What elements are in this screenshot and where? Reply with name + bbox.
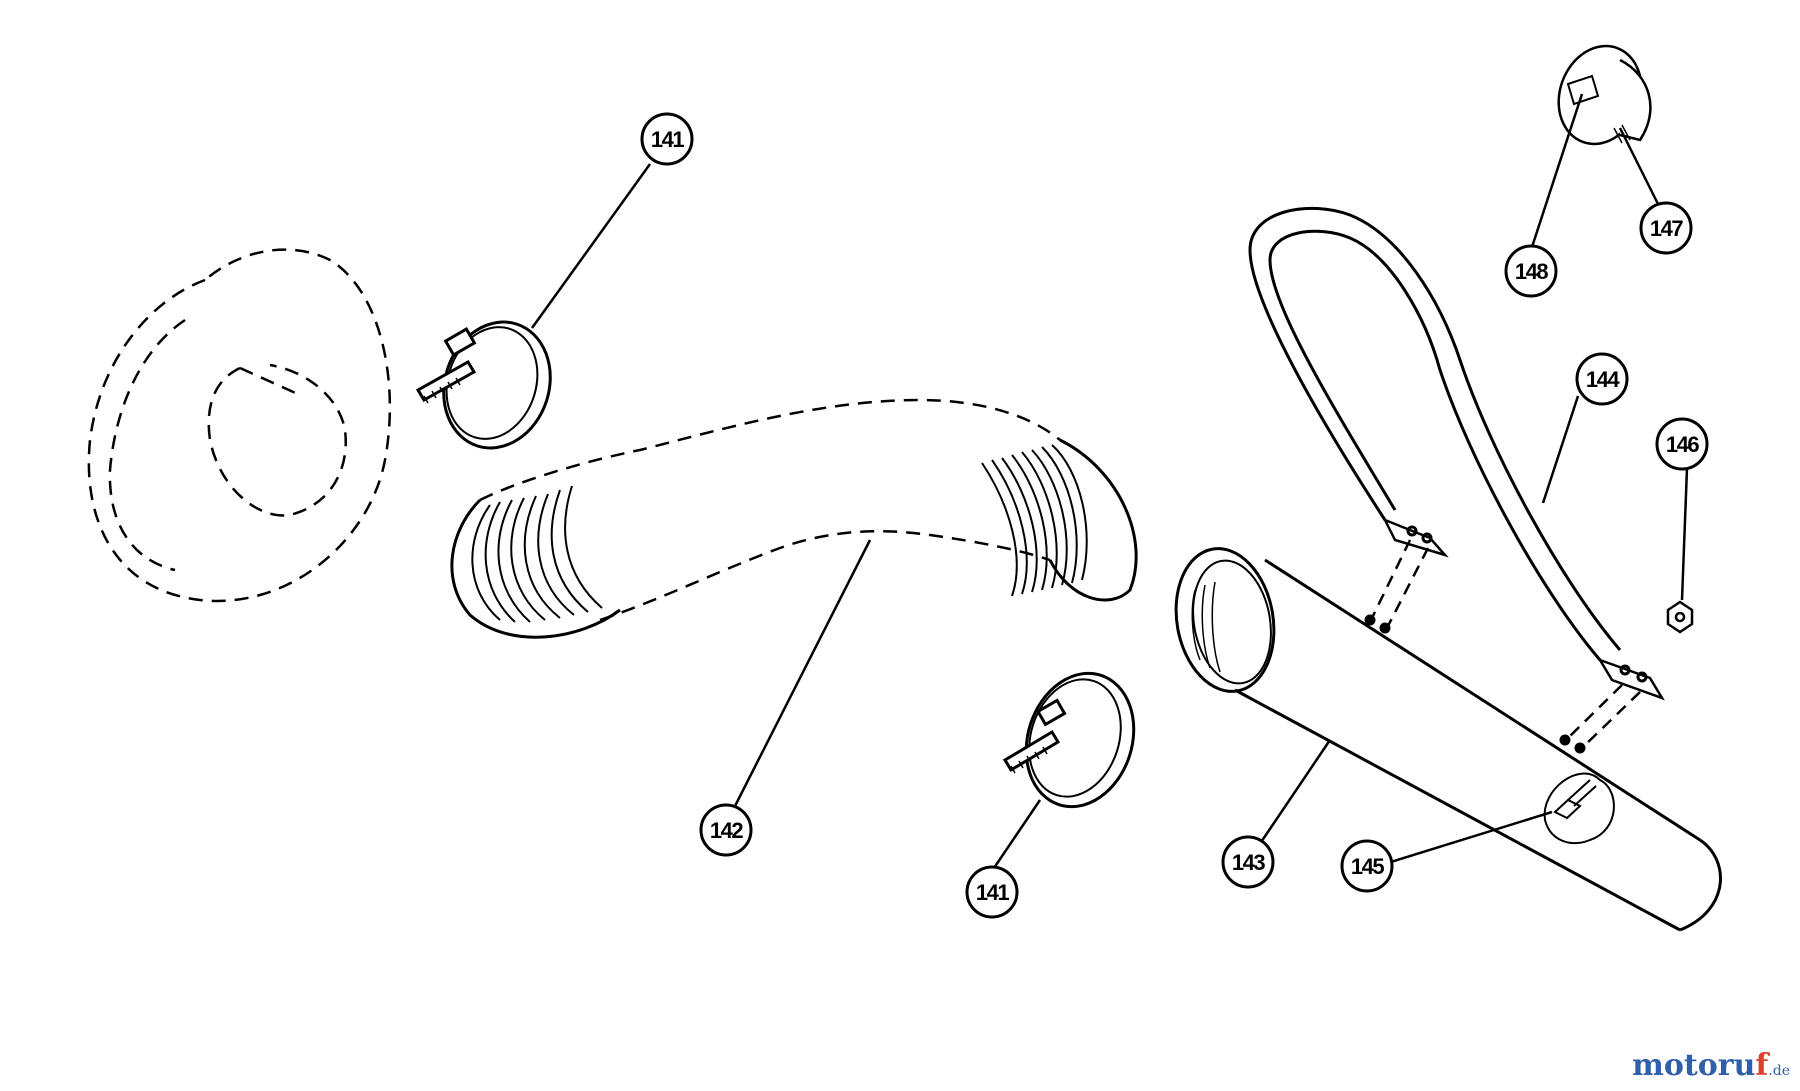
label-decal xyxy=(1566,74,1600,106)
svg-text:141: 141 xyxy=(976,880,1009,905)
discharge-tube xyxy=(1174,547,1722,932)
svg-text:145: 145 xyxy=(1351,854,1384,879)
callout-144: 144 xyxy=(1575,352,1629,406)
bolt xyxy=(1553,779,1597,820)
watermark-text-b: f xyxy=(1755,1048,1769,1083)
svg-text:143: 143 xyxy=(1232,850,1265,875)
callout-146: 146 xyxy=(1655,417,1709,471)
handle-bracket xyxy=(1248,207,1665,747)
callout-143: 143 xyxy=(1221,835,1275,889)
svg-text:148: 148 xyxy=(1515,259,1548,284)
leader-lines xyxy=(530,93,1689,872)
watermark-text-a: motoru xyxy=(1632,1048,1756,1083)
blower-housing-outline xyxy=(87,248,392,603)
hose-clamp-lower xyxy=(1002,671,1136,809)
svg-text:147: 147 xyxy=(1650,216,1683,241)
svg-text:141: 141 xyxy=(651,127,684,152)
callout-147: 147 xyxy=(1639,201,1693,255)
callout-141-lower: 141 xyxy=(965,865,1019,919)
svg-text:144: 144 xyxy=(1586,367,1620,392)
hose-clamp-upper xyxy=(415,320,552,450)
nut xyxy=(1666,600,1694,634)
callout-148: 148 xyxy=(1504,244,1558,298)
callout-145: 145 xyxy=(1340,839,1394,893)
callout-142: 142 xyxy=(699,803,753,857)
svg-text:146: 146 xyxy=(1666,432,1699,457)
end-cap xyxy=(1557,44,1652,146)
watermark-text-c: .de xyxy=(1768,1063,1790,1079)
callout-141-upper: 141 xyxy=(640,112,694,166)
flex-hose xyxy=(450,398,1138,639)
svg-text:142: 142 xyxy=(710,818,743,843)
watermark-logo: motoruf.de xyxy=(1632,1048,1790,1083)
